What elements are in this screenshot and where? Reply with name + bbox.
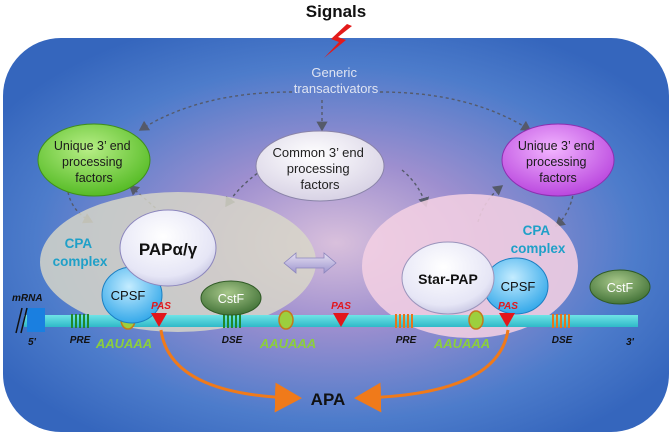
dse-label-right: DSE <box>552 335 573 346</box>
arrow-generic-to-unique-right <box>379 91 532 131</box>
dse-label-left: DSE <box>222 335 243 346</box>
five-prime-label: 5' <box>28 337 37 348</box>
three-prime-label: 3' <box>626 337 635 348</box>
mrna-strand <box>24 315 638 327</box>
dse-element-left <box>223 314 241 328</box>
pap-alpha-gamma-label: PAPα/γ <box>139 240 198 259</box>
cstf-right <box>589 269 651 305</box>
cstf-left <box>200 280 262 316</box>
arrow-pap-to-unique-left <box>128 185 161 213</box>
aauaaa-label-2: AAUAAA <box>259 336 316 351</box>
unique-factors-right-label: Unique 3’ end processing factors <box>518 139 598 185</box>
regulatory-arrows <box>67 91 575 227</box>
apa-label: APA <box>311 390 346 409</box>
pas-label-2: PAS <box>331 301 351 312</box>
dse-element-right <box>552 314 570 328</box>
star-pap <box>401 241 495 315</box>
pre-label-left: PRE <box>70 335 91 346</box>
unique-factors-left-ellipse <box>37 123 151 197</box>
apa-arrow-left <box>159 329 302 413</box>
signals-label: Signals <box>306 2 366 21</box>
mrna-label: mRNA <box>12 293 43 304</box>
arrow-generic-to-unique-left <box>138 91 293 131</box>
aauaaa-label-3: AAUAAA <box>433 336 490 351</box>
unique-factors-right-ellipse <box>501 123 615 197</box>
generic-transactivators-label: Generic transactivators <box>294 65 379 96</box>
pas-site-1 <box>151 313 167 327</box>
pas-label-3: PAS <box>498 301 518 312</box>
aauaaa-motif-2 <box>278 310 294 330</box>
unique-factors-left-label: Unique 3’ end processing factors <box>54 139 134 185</box>
star-pap-label: Star-PAP <box>418 271 478 287</box>
apa-arrow-right <box>354 329 510 413</box>
common-factors-ellipse <box>255 130 385 202</box>
pre-label-right: PRE <box>396 335 417 346</box>
aauaaa-motif-3 <box>468 310 484 330</box>
aauaaa-label-1: AAUAAA <box>95 336 152 351</box>
mrna-5prime-cap <box>27 308 45 332</box>
cpa-complex-right-label: CPA complex <box>511 223 566 256</box>
common-factors-label: Common 3’ end processing factors <box>273 145 368 192</box>
pas-site-3 <box>499 313 515 327</box>
pre-element-right <box>395 314 413 328</box>
arrow-unique-right-to-complex <box>554 189 575 227</box>
cstf-right-label: CstF <box>607 281 634 295</box>
pas-site-2 <box>333 313 349 327</box>
mrna-break-marks <box>15 307 28 334</box>
cstf-left-label: CstF <box>218 292 245 306</box>
cpsf-left-label: CPSF <box>111 288 146 303</box>
pas-label-1: PAS <box>151 301 171 312</box>
cpa-complex-left-label: CPA complex <box>53 236 108 269</box>
lightning-bolt-icon <box>324 24 352 58</box>
pap-alpha-gamma <box>119 209 217 287</box>
pre-element-left <box>71 314 89 328</box>
exchange-double-arrow <box>283 252 337 274</box>
arrow-common-to-left-complex <box>225 169 263 208</box>
cpsf-right-label: CPSF <box>501 279 536 294</box>
